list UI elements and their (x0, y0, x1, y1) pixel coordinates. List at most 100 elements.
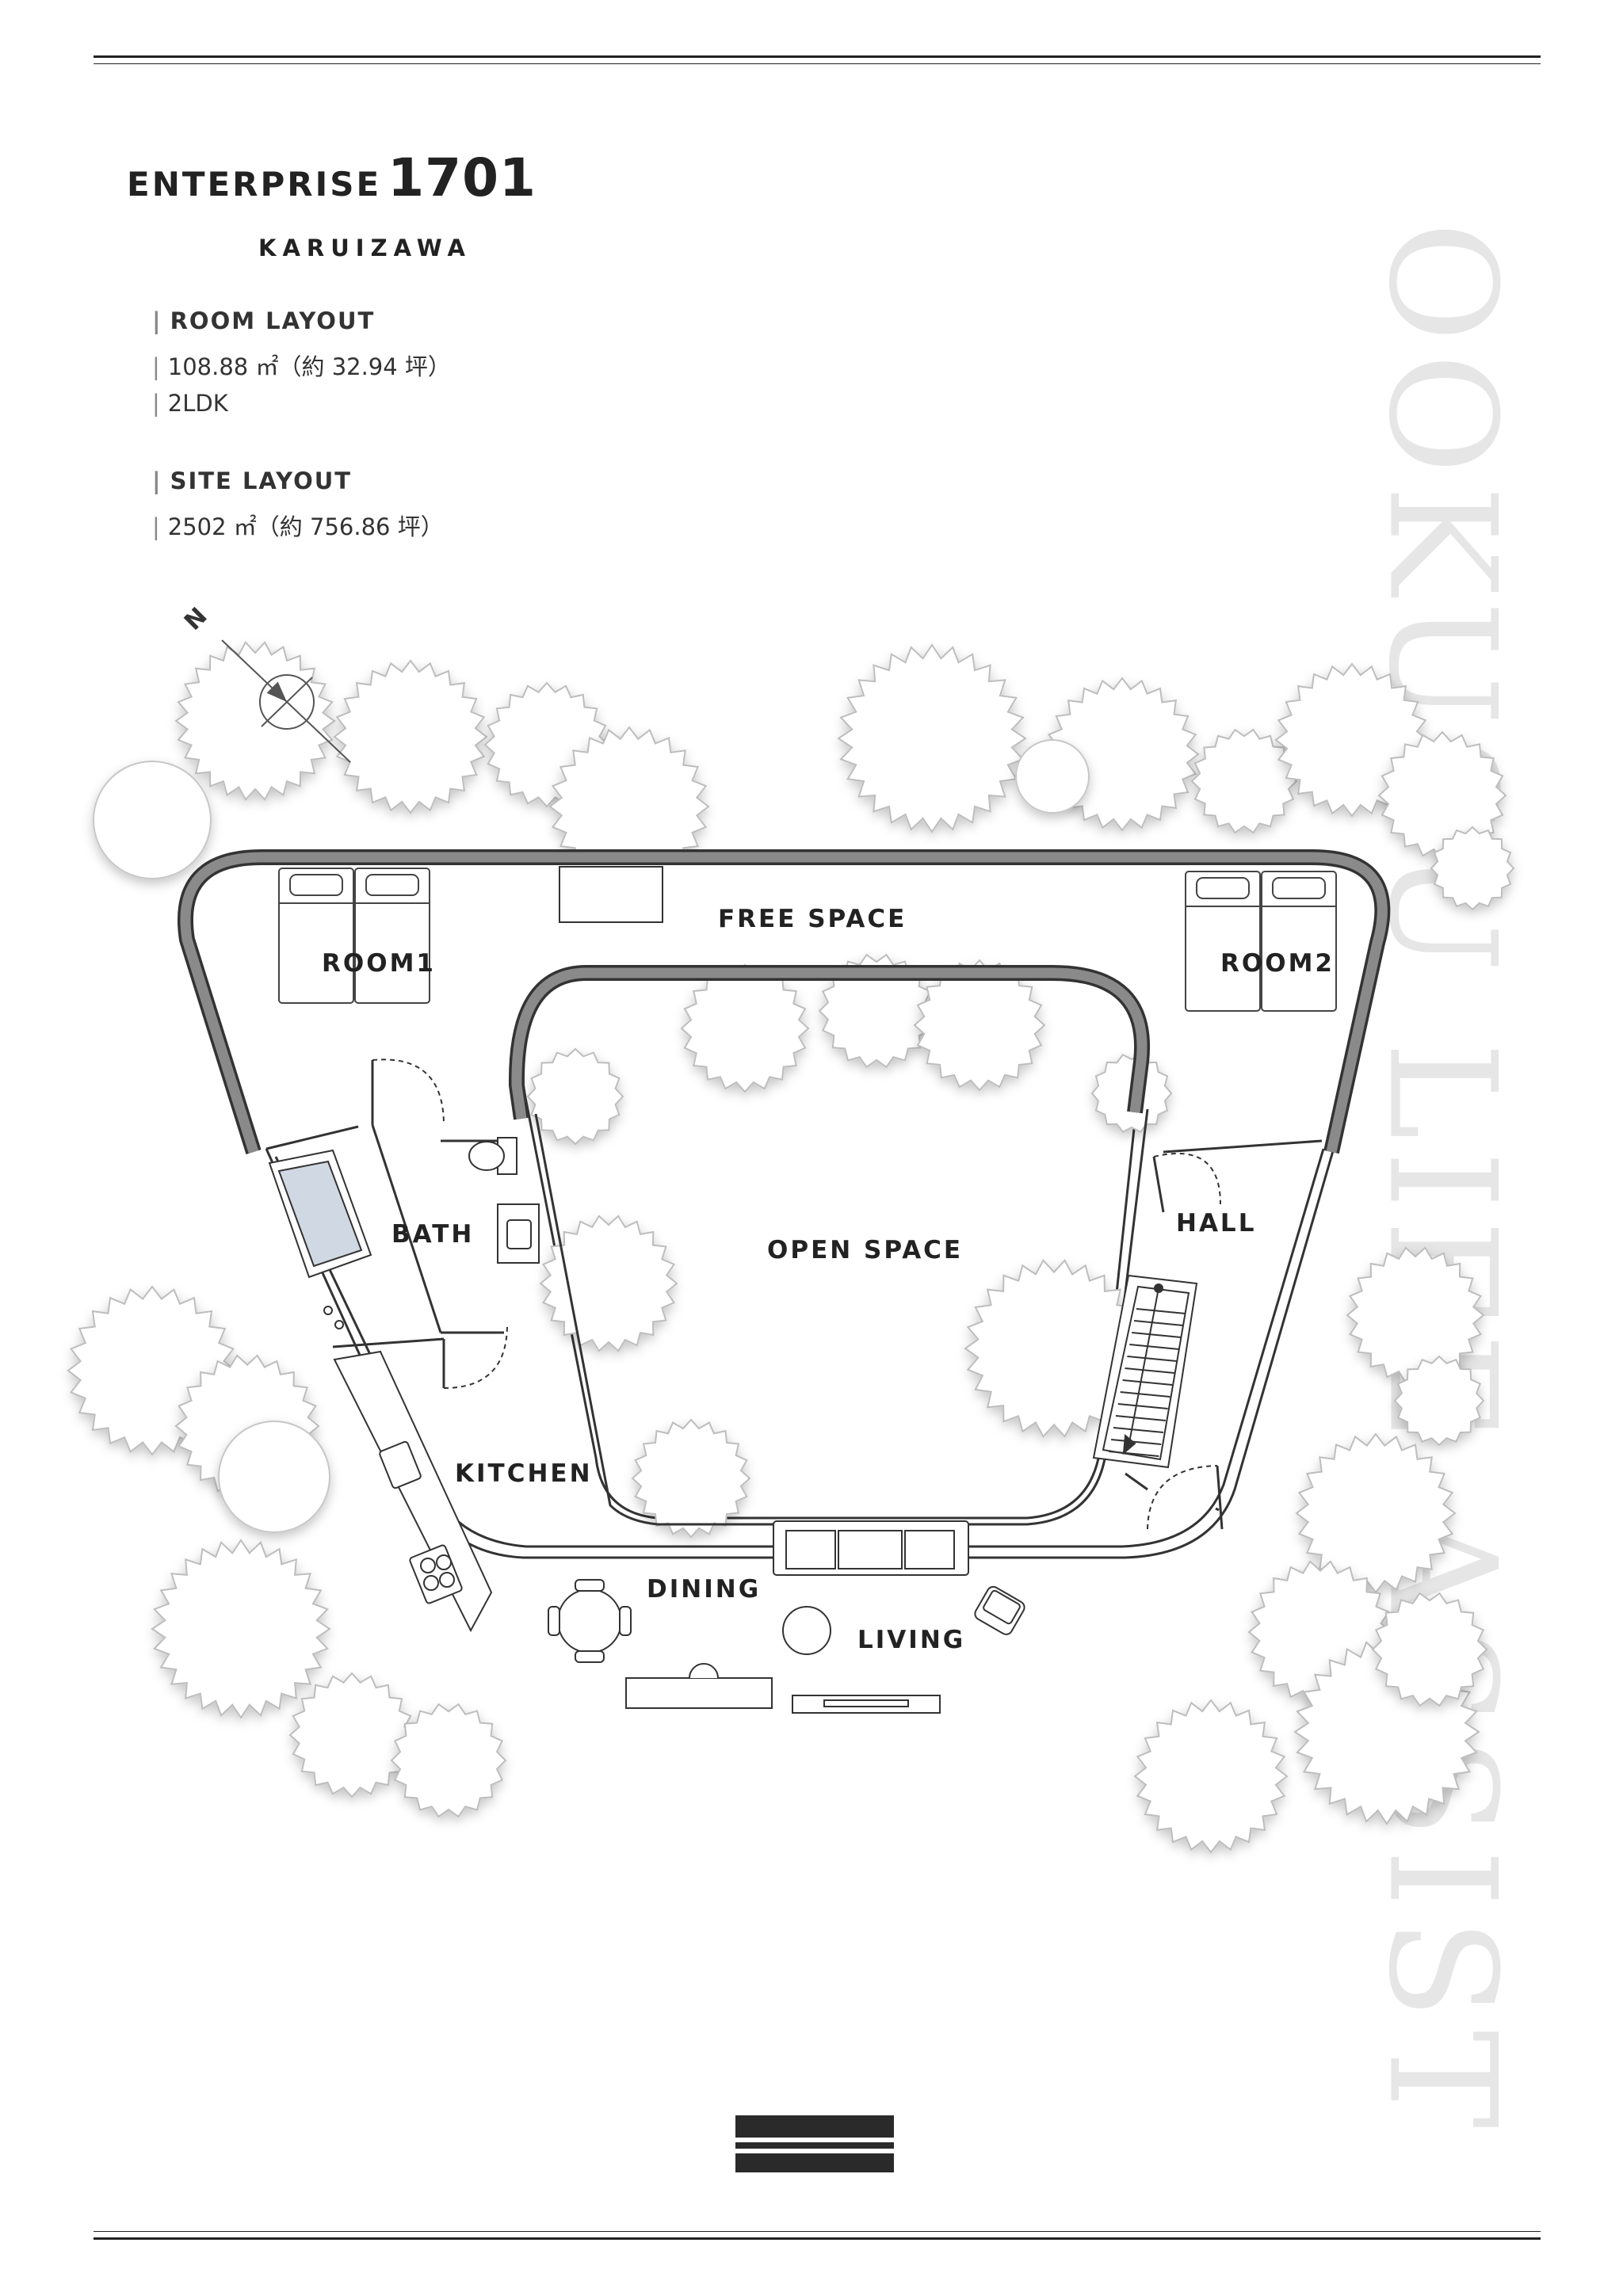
tree (1295, 1432, 1457, 1594)
stair-treads (1109, 1308, 1186, 1457)
inner-wall-top-fill (511, 967, 1148, 1119)
bath-left-wall (371, 1124, 442, 1333)
room-layout-heading: |ROOM LAYOUT (152, 307, 375, 334)
dining-chair (619, 1606, 632, 1636)
tree (151, 1539, 331, 1719)
burner (436, 1554, 452, 1570)
brand-logo (735, 2115, 894, 2172)
dining-chair (548, 1606, 560, 1636)
stair-start-dot (1154, 1283, 1163, 1293)
pillow (289, 874, 343, 896)
title-number: 1701 (388, 147, 537, 208)
logo-bar (735, 2142, 894, 2149)
pillow (1272, 877, 1326, 899)
armchair (974, 1585, 1025, 1635)
bath-door-swing (372, 1058, 445, 1126)
tree (1393, 1355, 1485, 1447)
sofa-seat (904, 1530, 955, 1569)
room-type-text: 2LDK (167, 390, 228, 417)
stair-tread (1134, 1320, 1184, 1326)
kitchen-top-wall (332, 1337, 445, 1348)
dining-chair (575, 1650, 605, 1663)
top-rule-thick (94, 55, 1541, 58)
spec-bar: | (152, 353, 160, 380)
tree (526, 1047, 624, 1146)
stair-tread (1117, 1403, 1168, 1409)
media-consoles (625, 1663, 941, 1714)
beds-room1 (278, 868, 430, 1004)
label-hall: HALL (1176, 1209, 1256, 1238)
dining-chair (575, 1579, 605, 1592)
bottom-rule-thin (94, 2231, 1541, 2232)
inner-wall-bottom (534, 1108, 1149, 1526)
tree (964, 1259, 1144, 1438)
stair-tread (1136, 1308, 1186, 1314)
site-area-text: 2502 ㎡（約 756.86 坪） (167, 513, 444, 540)
lamp (689, 1663, 719, 1679)
site-area: |2502 ㎡（約 756.86 坪） (152, 509, 444, 542)
hall-exit-door-swing (1147, 1465, 1218, 1530)
stair-tread (1109, 1451, 1159, 1457)
counter-top (333, 1350, 493, 1633)
hall-bottom-wall (1125, 1472, 1148, 1491)
sofa-seat (785, 1530, 836, 1569)
kitchen-sink (379, 1440, 422, 1489)
tree (390, 1703, 507, 1818)
room-area-text: 108.88 ㎡（約 32.94 坪） (167, 353, 451, 380)
dining-set (548, 1579, 632, 1663)
hall-wall-end (1215, 1507, 1220, 1512)
tree (333, 659, 488, 814)
bed (354, 868, 430, 1004)
shrub (1015, 739, 1090, 814)
sofa (773, 1520, 969, 1576)
pillow (1196, 877, 1250, 899)
door-swings (372, 1058, 1221, 1530)
room-area: | 108.88 ㎡（約 32.94 坪） (152, 349, 451, 382)
top-rule-thin (94, 63, 1541, 64)
label-living: LIVING (857, 1626, 965, 1654)
coffee-table (782, 1606, 831, 1655)
stair-tread (1127, 1356, 1177, 1362)
low-cabinet (625, 1677, 773, 1709)
label-room1: ROOM1 (322, 949, 436, 978)
kitchen-counter (333, 1350, 493, 1633)
room-layout-heading-text: ROOM LAYOUT (170, 307, 376, 334)
bathtub (277, 1160, 363, 1268)
stair-tread (1129, 1344, 1179, 1350)
tree (1190, 728, 1298, 834)
bed (278, 868, 354, 1004)
tree (818, 953, 935, 1069)
tree (288, 1672, 415, 1798)
free-space-cabinet (559, 866, 663, 923)
stair-tread (1132, 1332, 1182, 1338)
hall-door-leaf (1152, 1156, 1165, 1213)
partitions (265, 1124, 1323, 1512)
tree (1133, 1699, 1289, 1854)
site-layout-heading: |SITE LAYOUT (152, 467, 352, 494)
shower-valve (323, 1306, 333, 1315)
sofa-seat (838, 1530, 903, 1569)
armchair-seat (983, 1589, 1021, 1625)
logo-bar (735, 2115, 894, 2138)
stair-tread (1113, 1427, 1164, 1433)
shower-head (334, 1320, 344, 1329)
toilet-bowl (468, 1141, 505, 1171)
burner (420, 1558, 436, 1573)
burner (423, 1575, 439, 1591)
bottom-rule-thick (94, 2237, 1541, 2240)
room-type: |2LDK (152, 390, 228, 417)
hall-top-wall (1163, 1139, 1323, 1154)
logo-bar (735, 2153, 894, 2172)
stair-direction-line (1128, 1287, 1159, 1447)
stair-tread (1111, 1439, 1162, 1445)
label-dining: DINING (647, 1575, 761, 1604)
stair-tread (1125, 1367, 1175, 1374)
compass-north-label: N (179, 602, 213, 636)
outer-wall-top-fill (180, 852, 1388, 1154)
vanity-sink (506, 1219, 532, 1249)
tree (174, 640, 336, 802)
stair-tread (1122, 1379, 1173, 1386)
stair-tread (1120, 1391, 1170, 1398)
